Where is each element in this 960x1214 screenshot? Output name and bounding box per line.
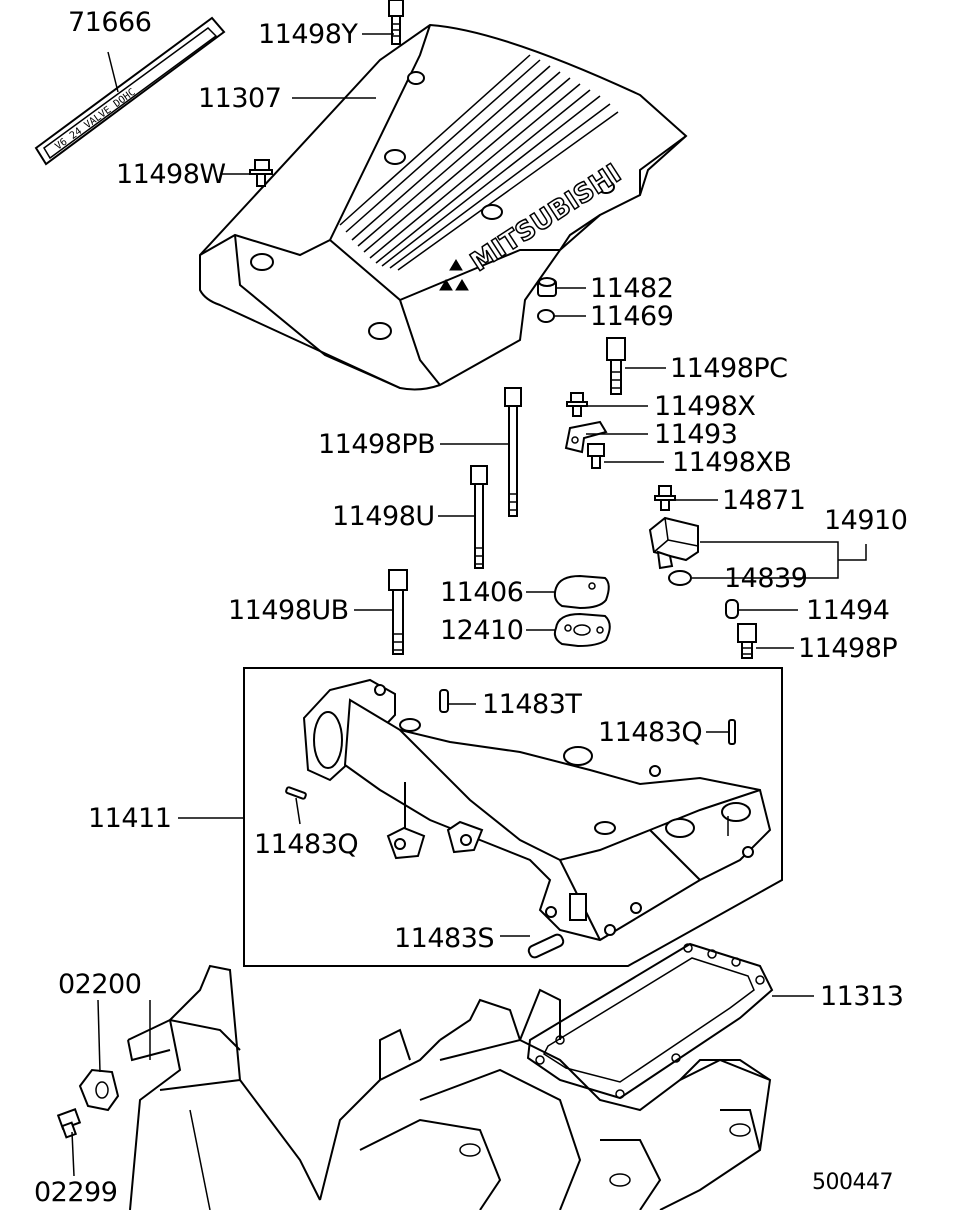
bolt-11498UB <box>388 569 408 655</box>
label-11411: 11411 <box>88 803 172 834</box>
label-14839: 14839 <box>724 563 808 594</box>
manifold-frame <box>243 667 783 967</box>
label-11498XB: 11498XB <box>672 447 792 478</box>
label-11498U: 11498U <box>332 501 435 532</box>
label-11498UB: 11498UB <box>228 595 349 626</box>
diagram-code: 500447 <box>812 1170 893 1195</box>
gasket-11313 <box>526 942 774 1100</box>
label-11406: 11406 <box>440 577 524 608</box>
pin-11483Q-left <box>285 786 307 800</box>
label-12410: 12410 <box>440 615 524 646</box>
bolt-14871 <box>654 485 676 511</box>
emblem-plate: V6 24 VALVE DOHC <box>34 16 226 166</box>
bolt-11498X <box>566 392 588 417</box>
bolt-11498U <box>470 465 488 569</box>
label-71666: 71666 <box>68 7 152 38</box>
engine-cover: MITSUBISHI <box>199 23 688 391</box>
washer-11469 <box>537 309 555 323</box>
label-11313: 11313 <box>820 981 904 1012</box>
label-11483T: 11483T <box>482 689 582 720</box>
bolt-11498PB <box>504 387 522 517</box>
bolt-11498P <box>737 623 757 659</box>
bolt-11498XB <box>587 443 605 469</box>
label-11498P: 11498P <box>798 633 898 664</box>
bolt-02299 <box>56 1108 82 1139</box>
pin-11483Q-right <box>728 719 736 745</box>
cover-ribs <box>339 54 619 271</box>
label-11469: 11469 <box>590 301 674 332</box>
bracket-11493 <box>564 420 608 454</box>
label-14910: 14910 <box>824 505 908 536</box>
label-11307: 11307 <box>198 83 282 114</box>
label-11498X: 11498X <box>654 391 756 422</box>
label-14871: 14871 <box>722 485 806 516</box>
label-11483Q-left: 11483Q <box>254 829 359 860</box>
label-11493: 11493 <box>654 419 738 450</box>
lower-manifold <box>127 964 772 1211</box>
bolt-11498PC <box>606 337 626 395</box>
label-11483Q-right: 11483Q <box>598 717 703 748</box>
label-02299: 02299 <box>34 1177 118 1208</box>
label-11494: 11494 <box>806 595 890 626</box>
cover-plate-11406 <box>553 574 610 610</box>
pin-11483T <box>439 689 449 713</box>
label-11498W: 11498W <box>116 159 226 190</box>
dowel-11494 <box>725 599 739 619</box>
label-11498PC: 11498PC <box>670 353 788 384</box>
bracket-02200 <box>78 1068 120 1112</box>
leader-lines <box>71 33 867 1177</box>
emblem-text: V6 24 VALVE DOHC <box>53 87 137 153</box>
nut-11482 <box>537 277 557 297</box>
sensor-14910 <box>648 516 699 570</box>
label-11498Y: 11498Y <box>258 19 358 50</box>
label-02200: 02200 <box>58 969 142 1000</box>
bolt-11498W <box>249 159 273 187</box>
label-11483S: 11483S <box>394 923 495 954</box>
pin-11483S <box>527 933 565 959</box>
gasket-12410 <box>553 612 611 648</box>
bolt-11498Y <box>388 0 404 45</box>
oring-14839 <box>668 570 692 586</box>
intake-manifold <box>302 678 772 942</box>
label-11498PB: 11498PB <box>318 429 436 460</box>
label-11482: 11482 <box>590 273 674 304</box>
